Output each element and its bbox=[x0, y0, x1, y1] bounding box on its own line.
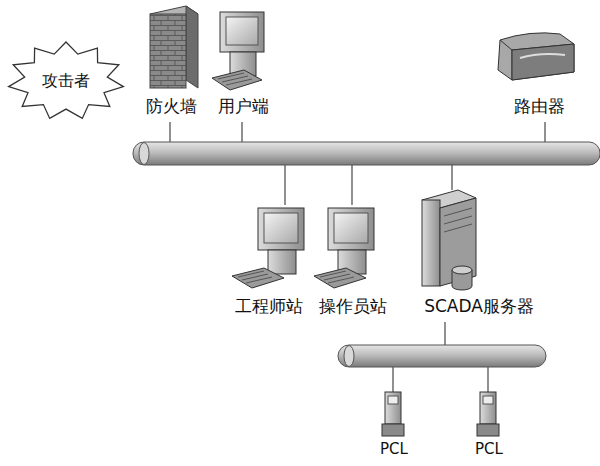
computer-icon bbox=[232, 208, 304, 288]
node-text: 路由器 bbox=[514, 96, 565, 116]
server-icon bbox=[422, 190, 476, 290]
node-text: 防火墙 bbox=[146, 96, 197, 116]
device-label: 用户端 bbox=[217, 96, 270, 116]
node-text: SCADA服务器 bbox=[424, 296, 534, 316]
node-text: 攻击者 bbox=[42, 71, 90, 90]
device-label: PCL bbox=[379, 440, 409, 458]
node-text: 工程师站 bbox=[235, 296, 303, 316]
router-icon bbox=[498, 33, 574, 80]
device-label: 路由器 bbox=[513, 96, 566, 116]
computer-icon bbox=[212, 12, 264, 90]
node-text: 用户端 bbox=[218, 96, 269, 116]
node-text: 操作员站 bbox=[319, 296, 387, 316]
network-bus bbox=[133, 142, 600, 367]
device-label: 工程师站 bbox=[234, 296, 304, 316]
device-label: SCADA服务器 bbox=[423, 296, 535, 316]
node-text: PCL bbox=[475, 440, 503, 458]
firewall-icon bbox=[150, 6, 198, 88]
attacker-star: 攻击者 bbox=[6, 40, 126, 122]
device-label: 操作员站 bbox=[318, 296, 388, 316]
computer-icon bbox=[314, 208, 374, 288]
plc-icon bbox=[382, 392, 499, 436]
node-text: PCL bbox=[380, 440, 408, 458]
device-label: PCL bbox=[474, 440, 504, 458]
device-label: 防火墙 bbox=[145, 96, 198, 116]
